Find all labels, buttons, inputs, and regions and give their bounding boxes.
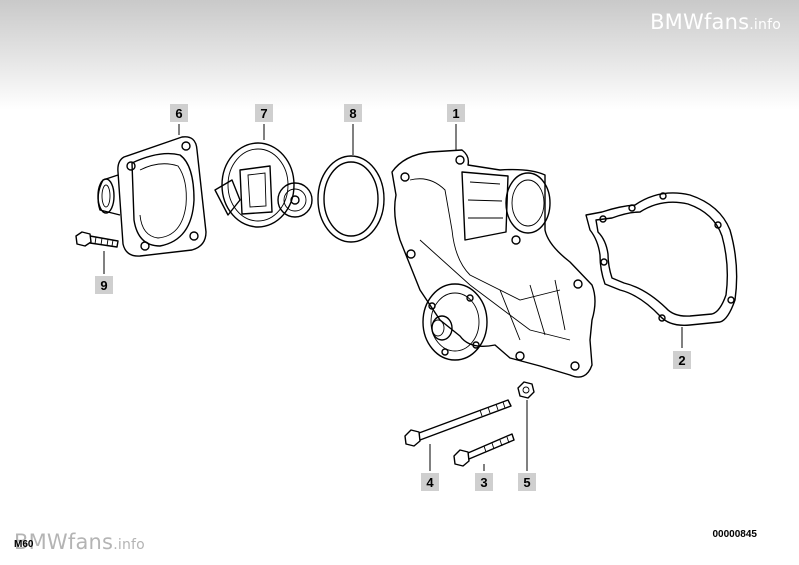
callout-7: 7: [255, 104, 273, 122]
callout-1: 1: [447, 104, 465, 122]
svg-text:9: 9: [100, 278, 107, 293]
thermostat-housing-cover[interactable]: [97, 136, 207, 257]
svg-text:1: 1: [452, 106, 459, 121]
pump-gasket[interactable]: [585, 192, 738, 326]
svg-text:8: 8: [349, 106, 356, 121]
leader-lines: [103, 124, 683, 471]
long-hex-bolt-4[interactable]: [404, 399, 512, 447]
hex-nut-5[interactable]: [517, 381, 535, 399]
model-code: M60: [14, 539, 34, 550]
water-pump[interactable]: [391, 149, 596, 378]
callout-5: 5: [518, 473, 536, 491]
hex-bolt-3[interactable]: [453, 433, 515, 467]
callout-6: 6: [170, 104, 188, 122]
header-gradient: [0, 0, 799, 110]
callout-3: 3: [475, 473, 493, 491]
svg-text:5: 5: [523, 475, 530, 490]
watermark-bottom: BMWfans.info: [14, 530, 145, 554]
svg-text:2: 2: [678, 353, 685, 368]
svg-text:4: 4: [426, 475, 434, 490]
callout-8: 8: [344, 104, 362, 122]
svg-text:3: 3: [480, 475, 487, 490]
svg-text:6: 6: [175, 106, 182, 121]
svg-text:7: 7: [260, 106, 267, 121]
callout-9: 9: [95, 276, 113, 294]
hex-bolt-9[interactable]: [75, 231, 119, 248]
o-ring-seal[interactable]: [317, 155, 385, 243]
callout-2: 2: [673, 351, 691, 369]
thermostat[interactable]: [214, 142, 313, 228]
watermark-top: BMWfans.info: [650, 10, 781, 34]
callout-4: 4: [421, 473, 439, 491]
diagram-id: 00000845: [712, 529, 758, 540]
